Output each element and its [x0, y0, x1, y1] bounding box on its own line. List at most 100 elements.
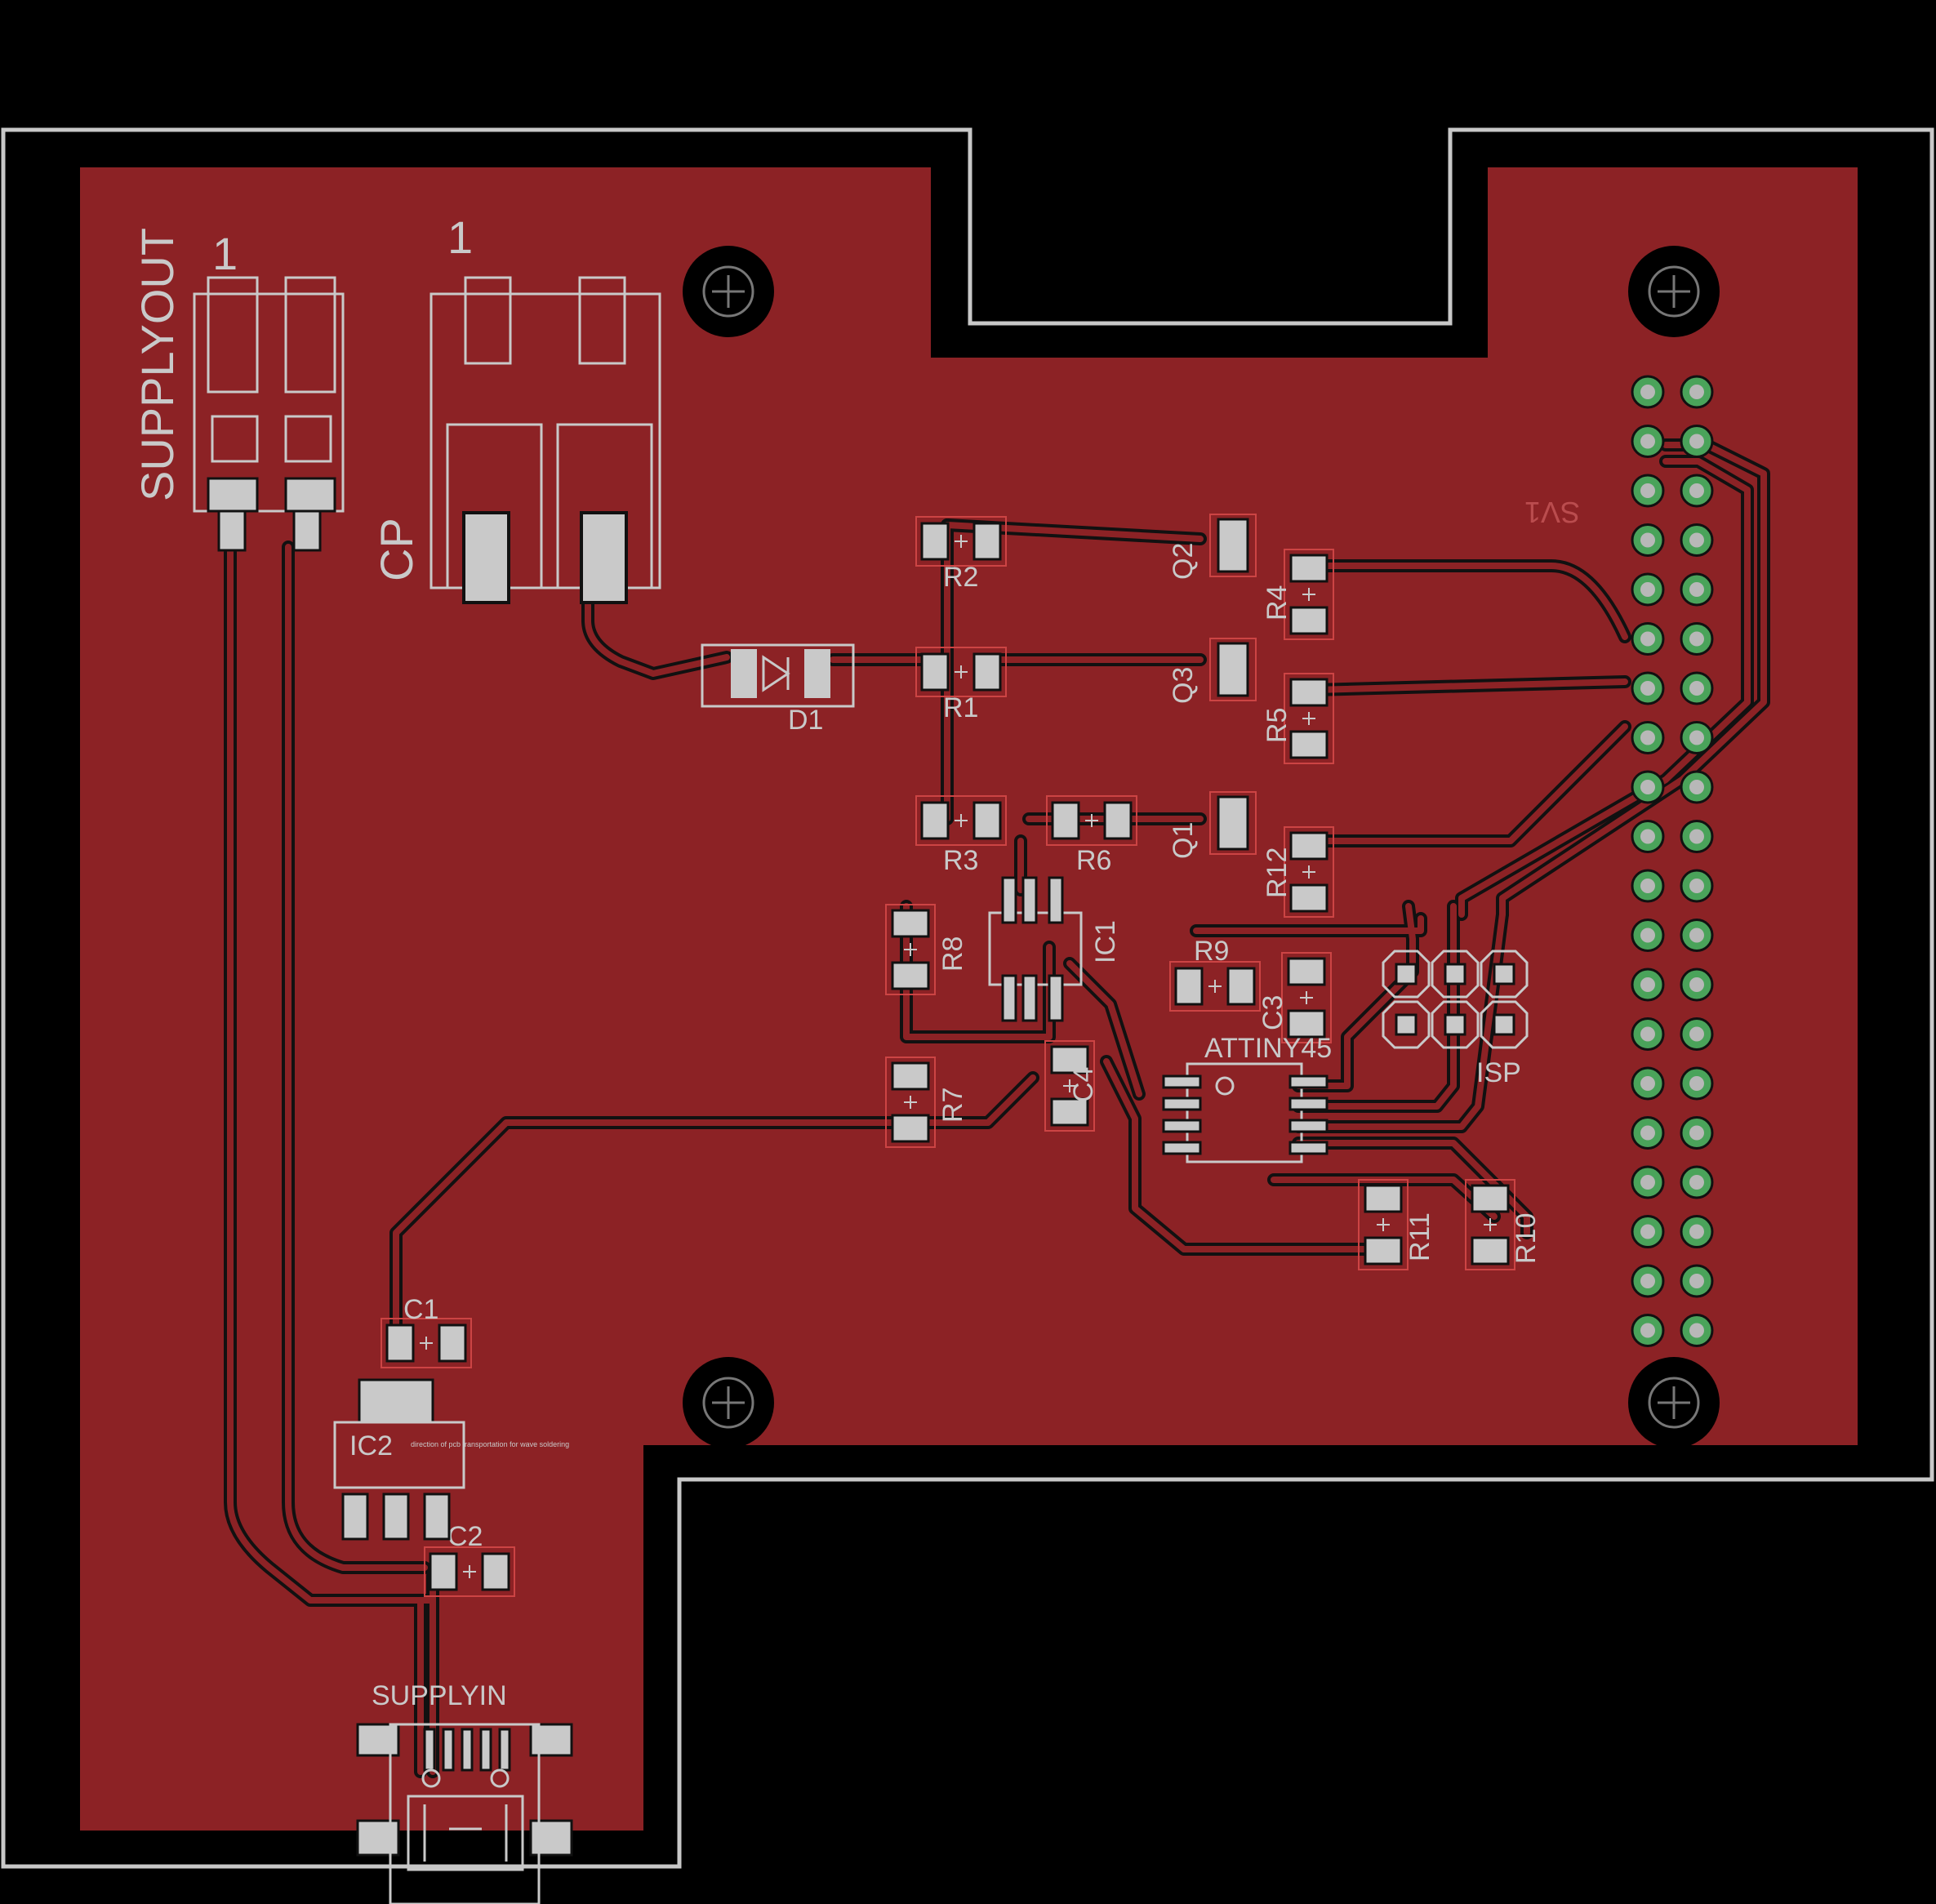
supplyout-connector	[193, 276, 345, 552]
header-pin-icon	[1631, 770, 1665, 804]
header-pin-icon	[1631, 1116, 1665, 1150]
board-outline	[1, 127, 1934, 1869]
header-pin-icon	[1680, 919, 1714, 952]
header-pin-icon	[1631, 572, 1665, 607]
header-pin-icon	[1680, 721, 1714, 754]
header-pin-icon	[1680, 869, 1714, 903]
r11-component	[1358, 1179, 1409, 1270]
header-pin-icon	[1631, 968, 1665, 1002]
r6-label: R6	[1076, 845, 1111, 876]
sv1-label: SV1	[1524, 496, 1580, 529]
header-pin-icon	[1680, 1165, 1714, 1199]
r4-component	[1284, 549, 1334, 640]
header-pin-icon	[1631, 820, 1665, 853]
header-pin-icon	[1680, 671, 1714, 705]
header-pin-icon	[1631, 474, 1665, 508]
header-pin-icon	[1680, 1116, 1714, 1150]
r9-label: R9	[1194, 936, 1229, 967]
r2-component	[915, 516, 1007, 567]
c2-component	[424, 1546, 515, 1597]
c1-component	[381, 1318, 472, 1368]
r9-component	[1169, 961, 1261, 1012]
r8-component	[885, 904, 936, 995]
supplyin-connector	[356, 1723, 573, 1904]
header-pin-icon	[1680, 375, 1714, 409]
header-pin-icon	[1631, 1066, 1665, 1101]
ic1-package	[988, 876, 1083, 1022]
r5-component	[1284, 673, 1334, 764]
r4-label: R4	[1262, 585, 1293, 621]
header-pin-icon	[1680, 820, 1714, 853]
isp-pin	[1480, 950, 1529, 999]
r3-component	[915, 795, 1007, 846]
c1-label: C1	[403, 1294, 438, 1325]
diode-icon	[762, 655, 790, 692]
header-pin-icon	[1680, 622, 1714, 656]
copper-pour	[80, 167, 1858, 1831]
r10-component	[1465, 1179, 1515, 1270]
header-pin-icon	[1631, 1215, 1665, 1248]
r1-label: R1	[943, 692, 978, 723]
r3-label: R3	[943, 845, 978, 876]
r12-label: R12	[1262, 847, 1293, 898]
isp-pin	[1431, 950, 1480, 999]
q1-component	[1209, 791, 1257, 855]
header-pin-icon	[1631, 375, 1665, 409]
header-pin-icon	[1680, 572, 1714, 607]
q3-component	[1209, 638, 1257, 701]
r7-label: R7	[937, 1088, 968, 1123]
supplyin-label: SUPPLYIN	[372, 1680, 507, 1711]
r10-label: R10	[1511, 1213, 1542, 1264]
cp-connector	[429, 276, 661, 604]
c4-component	[1044, 1040, 1095, 1132]
mount-hole-tr	[1628, 246, 1720, 337]
header-pin-icon	[1680, 968, 1714, 1002]
diode-d1	[701, 643, 855, 708]
isp-pin	[1480, 1000, 1529, 1049]
header-pin-icon	[1631, 622, 1665, 656]
isp-header	[1382, 950, 1529, 1049]
r12-component	[1284, 826, 1334, 918]
r11-label: R11	[1404, 1212, 1435, 1261]
ic1-label: IC1	[1090, 920, 1121, 963]
header-pin-icon	[1631, 1264, 1665, 1298]
header-pin-icon	[1631, 523, 1665, 557]
isp-pin	[1431, 1000, 1480, 1049]
header-pin-icon	[1680, 1017, 1714, 1051]
r8-label: R8	[937, 936, 968, 972]
r2-label: R2	[943, 562, 978, 593]
header-pin-icon	[1680, 425, 1714, 458]
isp-label: ISP	[1476, 1057, 1521, 1088]
c4-label: C4	[1068, 1067, 1099, 1102]
isp-pin	[1382, 1000, 1431, 1049]
q2-label: Q2	[1168, 543, 1199, 580]
supplyout-pin-label: 1	[212, 228, 238, 279]
c3-component	[1281, 952, 1332, 1043]
mount-hole-tl	[683, 246, 774, 337]
ic2-package: direction of pcb transportation for wave…	[333, 1378, 569, 1541]
supplyout-label: SUPPLYOUT	[131, 228, 183, 501]
r7-component	[885, 1057, 936, 1148]
mount-hole-br	[1628, 1357, 1720, 1448]
header-pin-icon	[1680, 1066, 1714, 1101]
header-pin-icon	[1631, 721, 1665, 754]
r1-component	[915, 647, 1007, 697]
header-pin-icon	[1631, 671, 1665, 705]
mount-hole-bl	[683, 1357, 774, 1448]
header-pin-icon	[1631, 919, 1665, 952]
q1-label: Q1	[1168, 822, 1199, 859]
attiny45-package	[1162, 1062, 1328, 1163]
header-pin-icon	[1680, 474, 1714, 508]
isp-pin	[1382, 950, 1431, 999]
header-pin-icon	[1680, 770, 1714, 804]
header-pin-icon	[1631, 425, 1665, 458]
attiny-label: ATTINY45	[1204, 1033, 1332, 1064]
header-pin-icon	[1631, 869, 1665, 903]
cp-pin-label: 1	[447, 211, 473, 263]
ic2-note: direction of pcb transportation for wave…	[411, 1440, 569, 1448]
c2-label: C2	[447, 1521, 483, 1552]
r6-component	[1046, 795, 1137, 846]
q3-label: Q3	[1168, 667, 1199, 704]
